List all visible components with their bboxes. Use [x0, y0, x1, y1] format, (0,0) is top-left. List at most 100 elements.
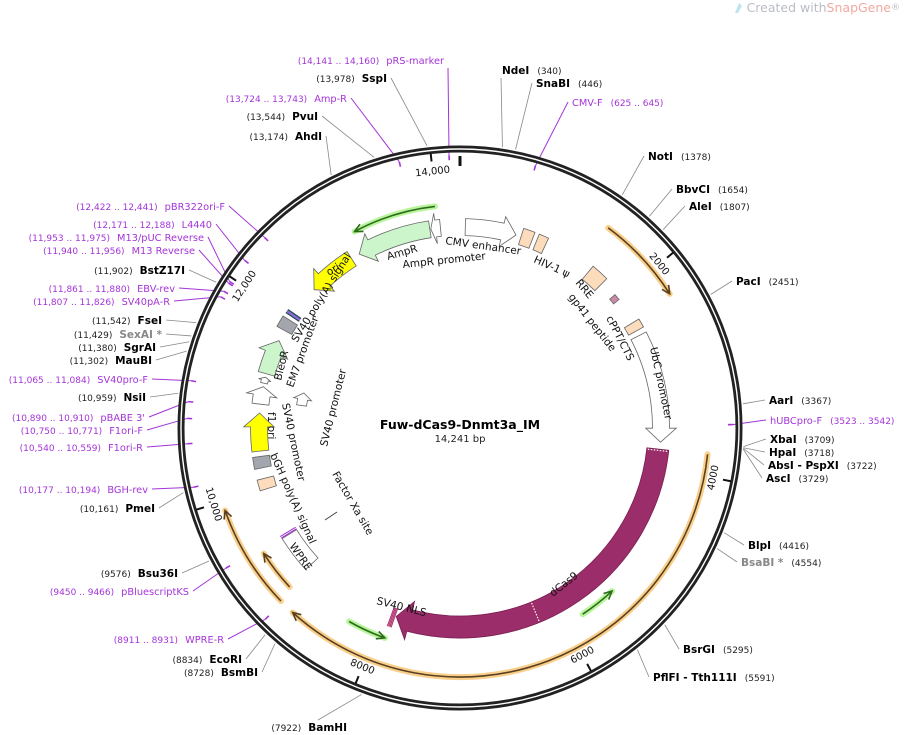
feature-dcas9[interactable]	[395, 447, 670, 642]
feature-em7-promoter[interactable]	[258, 376, 272, 385]
site-nsii[interactable]: (10,959)NsiI	[78, 392, 146, 404]
site-leader-line	[321, 115, 375, 158]
primer-cmv-f[interactable]: CMV-F (625 .. 645)	[572, 98, 663, 109]
site-sgrai[interactable]: (11,380)SgrAI	[78, 342, 156, 354]
site-leader-line	[710, 280, 733, 295]
site-position: (4554)	[791, 559, 821, 569]
site-sexai[interactable]: (11,429)SexAI *	[74, 329, 163, 341]
primer-bgh-rev[interactable]: (10,177 .. 10,194)BGH-rev	[19, 485, 148, 496]
site-ndei[interactable]: NdeI (340)	[502, 65, 562, 77]
primer-hubcpro-f[interactable]: hUBCpro-F(3523 .. 3542)	[770, 416, 894, 427]
feature-bleor[interactable]	[257, 340, 289, 377]
site-position: (625 .. 645)	[611, 99, 664, 109]
feature-sv40-poly-a-signal[interactable]	[276, 315, 298, 336]
primer-pbabe-3[interactable]: (10,890 .. 10,910)pBABE 3'	[12, 413, 145, 424]
feature-wpre[interactable]	[281, 529, 319, 571]
site-asci[interactable]: AscI(3729)	[766, 473, 828, 485]
site-absi-pspxi[interactable]: AbsI - PspXI(3722)	[768, 460, 877, 472]
site-paci[interactable]: PacI(2451)	[736, 276, 799, 288]
site-bsrgi[interactable]: BsrGI(5295)	[683, 644, 753, 656]
primer-leader-line	[447, 67, 450, 156]
site-labels-layer: NdeI (340)SnaBI(446) CMV-F (625 .. 645) NotI…	[9, 56, 895, 734]
feature-sv40-promoter[interactable]	[245, 386, 279, 406]
plasmid-length: 14,241 bp	[435, 434, 486, 445]
site-blpi[interactable]: BlpI(4416)	[748, 540, 809, 552]
site-fsei[interactable]: (11,542)FseI	[92, 315, 162, 327]
feature-gp41-peptide[interactable]	[609, 294, 620, 305]
site-bsmbi[interactable]: (8728)BsmBI	[184, 667, 258, 679]
feature-hiv-1-b[interactable]	[532, 233, 550, 255]
site-leader-line	[325, 135, 332, 175]
feature-gray-box-1[interactable]	[252, 454, 272, 470]
site-bsabi[interactable]: BsaBI *(4554)	[741, 557, 821, 569]
primer-f1ori-r[interactable]: (10,540 .. 10,559)F1ori-R	[20, 443, 144, 454]
site-pflfi-tth111i[interactable]: PflFI - Tth111I(5591)	[653, 672, 775, 684]
site-name: XbaI	[770, 434, 797, 446]
feature-ori[interactable]	[313, 251, 357, 292]
feature-f1-ori[interactable]	[242, 412, 276, 453]
site-leader-line	[742, 399, 766, 405]
sv40-nls-stripe	[390, 608, 399, 628]
site-alei[interactable]: AleI(1807)	[689, 201, 750, 213]
site-snabi[interactable]: SnaBI(446)	[536, 78, 602, 90]
site-leader-line	[317, 694, 362, 721]
site-leader-line	[515, 82, 533, 150]
site-hpai[interactable]: HpaI(3718)	[769, 447, 834, 459]
primer-m13-reverse[interactable]: (11,940 .. 11,956)M13 Reverse	[43, 246, 195, 257]
site-name: BGH-rev	[107, 485, 148, 496]
feature-cppt-cts[interactable]	[623, 318, 645, 336]
feature-hiv-1-a[interactable]	[517, 227, 536, 249]
feature-ubc-promoter[interactable]	[630, 331, 678, 443]
arrow-line	[354, 205, 435, 233]
primer-marker	[228, 282, 234, 287]
site-position: (3718)	[804, 449, 834, 459]
site-aari[interactable]: AarI(3367)	[769, 395, 831, 407]
primer-sv40pro-f[interactable]: (11,065 .. 11,084)SV40pro-F	[9, 375, 149, 386]
site-position: (2451)	[769, 278, 799, 288]
primer-wpre-r[interactable]: (8911 .. 8931)WPRE-R	[114, 635, 224, 646]
site-pmei[interactable]: (10,161)PmeI	[80, 503, 155, 515]
primer-marker	[193, 485, 199, 489]
primer-sv40pa-r[interactable]: (11,807 .. 11,826)SV40pA-R	[33, 297, 170, 308]
site-position: (340)	[537, 67, 561, 77]
site-bamhi[interactable]: (7922)BamHI	[271, 722, 347, 734]
site-position: (9576)	[101, 570, 131, 580]
feature-sv40-promoter-inner[interactable]	[292, 392, 313, 407]
feature-ampr[interactable]	[358, 220, 432, 263]
feature-ampr-promoter[interactable]	[430, 213, 442, 244]
snapgene-logo-icon	[734, 2, 742, 13]
watermark-prefix: Created with	[746, 0, 827, 15]
site-ahdi[interactable]: (13,174)AhdI	[249, 131, 322, 143]
site-leader-line	[149, 392, 179, 398]
primer-l4440[interactable]: (12,171 .. 12,188)L4440	[93, 220, 212, 231]
site-maubi[interactable]: (11,302)MauBI	[70, 355, 152, 367]
site-pvui[interactable]: (13,544)PvuI	[247, 111, 318, 123]
site-noti[interactable]: NotI(1378)	[648, 151, 711, 163]
orange-inner-arrow	[260, 550, 293, 590]
arrow-line	[607, 227, 671, 295]
primer-f1ori-f[interactable]: (10,750 .. 10,771)F1ori-F	[21, 426, 144, 437]
primer-m13-puc-reverse[interactable]: (11,953 .. 11,975)M13/pUC Reverse	[29, 233, 204, 244]
site-xbai[interactable]: XbaI(3709)	[770, 434, 835, 446]
primer-ebv-rev[interactable]: (11,861 .. 11,880)EBV-rev	[49, 284, 176, 295]
site-position: (11,940 .. 11,956)	[43, 247, 124, 257]
site-name: NdeI	[502, 65, 529, 77]
site-bstz17i[interactable]: (11,902)BstZ17I	[94, 265, 185, 277]
site-position: (446)	[578, 80, 602, 90]
primer-prs-marker[interactable]: (14,141 .. 14,160)pRS-marker	[298, 56, 445, 67]
primer-pbluescriptks[interactable]: (9450 .. 9466)pBluescriptKS	[50, 587, 189, 598]
site-name: CMV-F	[572, 98, 603, 109]
feature-rre[interactable]	[581, 265, 608, 292]
feature-bgh-poly-a-signal[interactable]	[256, 475, 277, 492]
site-sspi[interactable]: (13,978)SspI	[316, 73, 387, 85]
primer-pbr322ori-f[interactable]: (12,422 .. 12,441)pBR322ori-F	[76, 202, 225, 213]
site-name: WPRE-R	[185, 635, 224, 646]
arrow-head	[603, 589, 614, 600]
site-bbvci[interactable]: BbvCI(1654)	[676, 184, 748, 196]
site-ecori[interactable]: (8834)EcoRI	[172, 654, 242, 666]
primer-amp-r[interactable]: (13,724 .. 13,743)Amp-R	[226, 94, 347, 105]
tick-mark	[354, 675, 360, 684]
site-position: (13,724 .. 13,743)	[226, 95, 307, 105]
feature-cmv-enhancer[interactable]	[464, 215, 517, 248]
site-bsu36i[interactable]: (9576)Bsu36I	[101, 568, 178, 580]
